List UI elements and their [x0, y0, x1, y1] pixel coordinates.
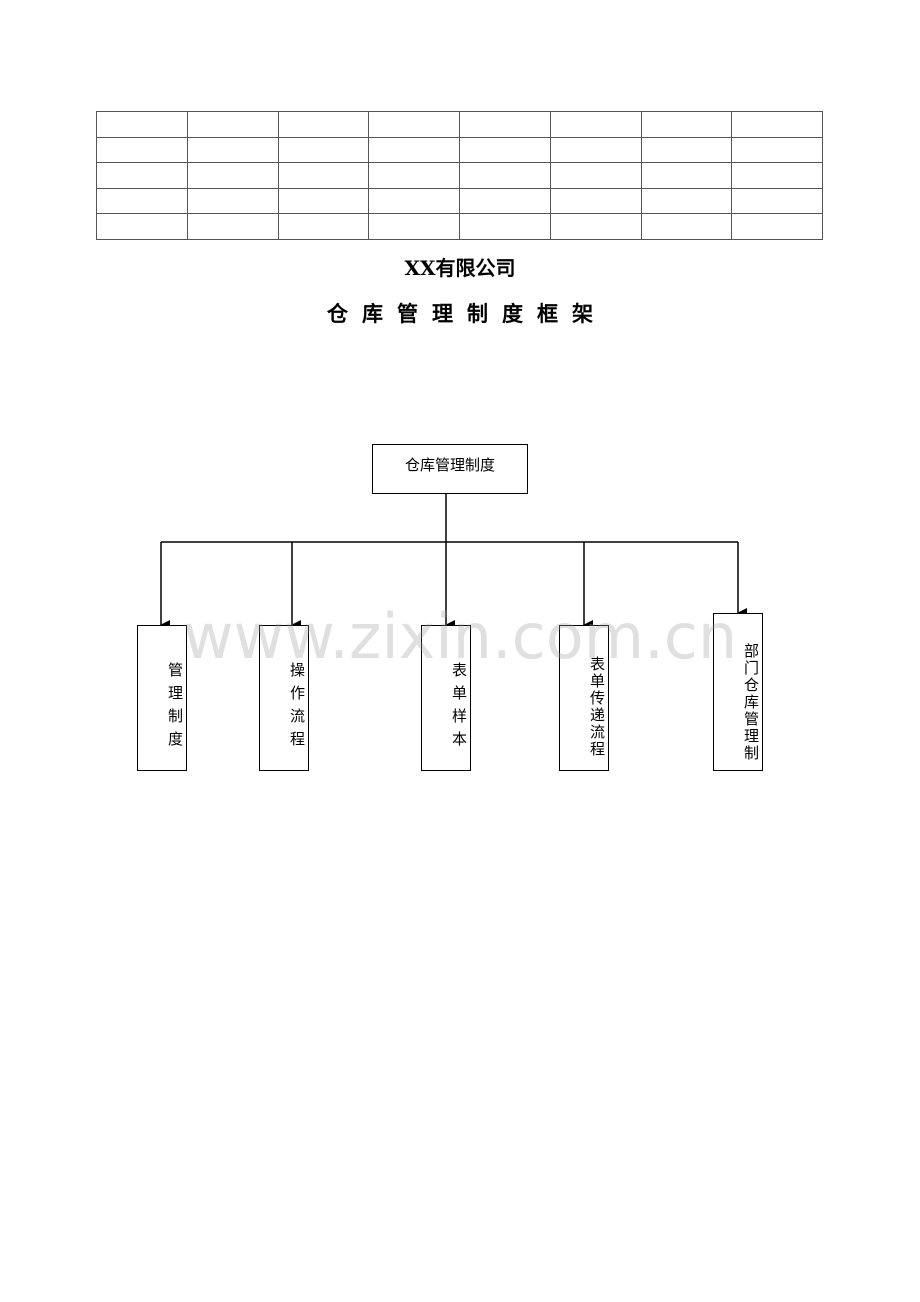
header-table-cell	[96, 213, 188, 240]
org-child-label: 部门仓库管理制	[742, 642, 760, 762]
org-child-operation-process: 操作流程	[259, 625, 309, 771]
header-table-cell	[277, 162, 370, 189]
org-child-label: 表单传递流程	[588, 656, 606, 758]
header-table-cell	[640, 111, 733, 138]
header-table-cell	[368, 213, 460, 240]
header-table-cell	[549, 213, 642, 240]
header-table-cell	[368, 187, 460, 215]
header-table-row	[96, 187, 823, 215]
header-table	[96, 111, 823, 240]
org-child-form-samples: 表单样本	[421, 625, 471, 771]
org-child-label: 表单样本	[450, 662, 468, 754]
header-table-cell	[731, 136, 823, 164]
header-table-cell	[368, 136, 460, 164]
org-child-label: 管理制度	[166, 662, 184, 754]
header-table-cell	[459, 136, 551, 164]
org-child-label: 操作流程	[288, 662, 306, 754]
header-table-cell	[459, 187, 551, 215]
org-child-dept-warehouse-management: 部门仓库管理制	[713, 613, 763, 771]
header-table-cell	[96, 136, 188, 164]
header-table-cell	[731, 213, 823, 240]
company-name: XX有限公司	[404, 256, 516, 280]
header-table-cell	[96, 187, 188, 215]
org-child-management-rules: 管理制度	[137, 625, 187, 771]
org-root-box: 仓库管理制度	[372, 444, 528, 494]
header-table-cell	[731, 187, 823, 215]
document-title: 仓库管理制度框架	[327, 301, 607, 326]
header-table-row	[96, 213, 823, 240]
header-table-cell	[277, 111, 370, 138]
header-table-cell	[459, 213, 551, 240]
header-table-cell	[640, 213, 733, 240]
header-table-cell	[186, 187, 279, 215]
header-table-cell	[549, 136, 642, 164]
header-table-row	[96, 136, 823, 164]
header-table-cell	[277, 136, 370, 164]
org-child-form-transfer-process: 表单传递流程	[559, 625, 609, 771]
header-table-cell	[549, 111, 642, 138]
